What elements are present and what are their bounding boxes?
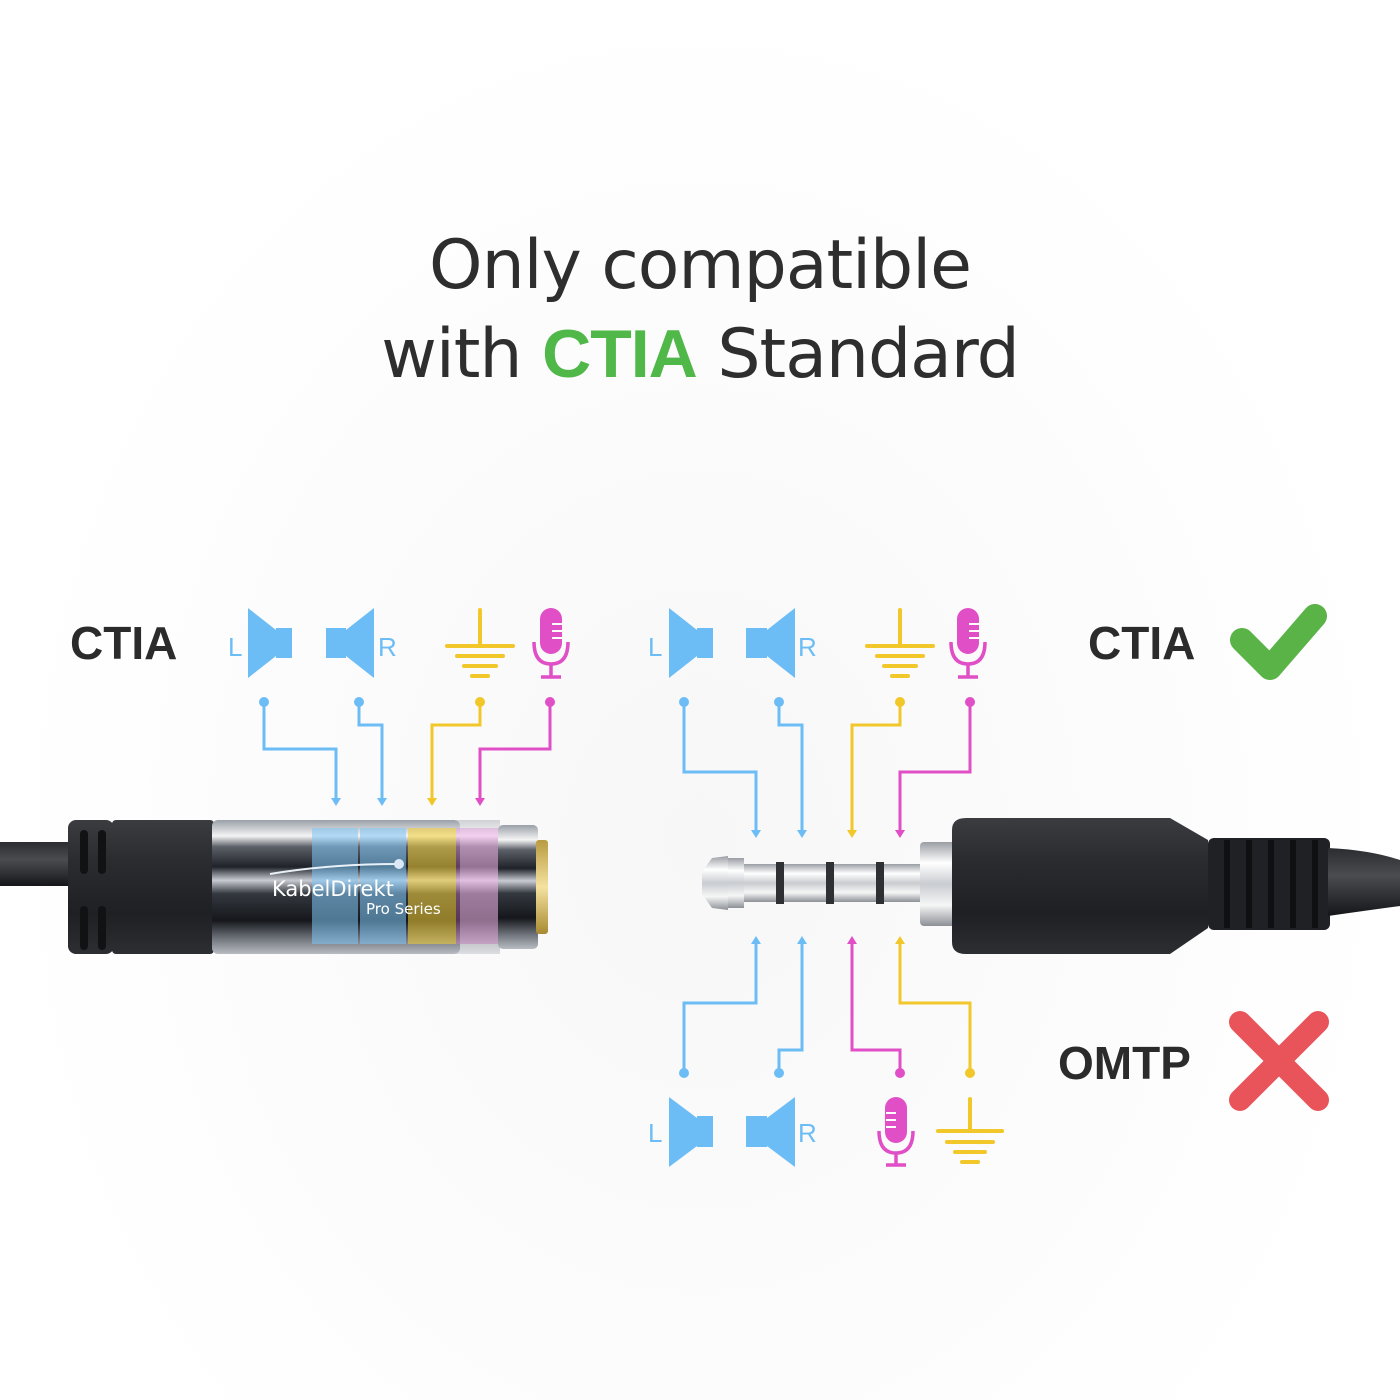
plug-body xyxy=(952,818,1208,954)
wire-ground xyxy=(895,936,975,1078)
right-top-right-channel-label: R xyxy=(798,632,817,662)
wire-right-speaker xyxy=(774,697,807,838)
plug-strain-relief xyxy=(1208,838,1330,930)
cross-icon xyxy=(1229,1011,1329,1111)
omtp-label: OMTP xyxy=(1058,1037,1191,1089)
left-cable xyxy=(0,842,80,886)
right-ctia-label: CTIA xyxy=(1088,617,1196,669)
speaker-left-icon xyxy=(669,608,713,678)
microphone-icon xyxy=(877,1097,915,1167)
plug-tip xyxy=(702,856,728,910)
left-ctia-label: CTIA xyxy=(70,617,178,669)
speaker-left-icon xyxy=(669,1097,713,1167)
wire-left-speaker xyxy=(259,697,341,806)
wire-left-speaker xyxy=(679,697,761,838)
plug-collar xyxy=(920,842,956,926)
right-cable xyxy=(1328,848,1400,916)
right-ctia-icons: L R xyxy=(648,608,987,679)
wire-microphone xyxy=(847,936,905,1078)
wire-microphone xyxy=(475,697,555,806)
page-title: Only compatible with CTIA Standard xyxy=(0,222,1400,399)
title-accent-ctia: CTIA xyxy=(542,316,698,392)
title-line-1: Only compatible xyxy=(429,226,972,305)
left-ctia-icons: L R xyxy=(228,608,570,679)
insulation-ring xyxy=(776,862,784,904)
left-channel-label: L xyxy=(228,632,242,662)
right-channel-label: R xyxy=(378,632,397,662)
title-line-2: with CTIA Standard xyxy=(381,315,1020,394)
omtp-wiring xyxy=(679,936,975,1078)
trrs-plug-connector xyxy=(702,818,1400,954)
strain-relief xyxy=(68,820,214,954)
microphone-icon xyxy=(532,608,570,679)
ground-icon xyxy=(936,1097,1004,1164)
left-ctia-wiring xyxy=(259,697,555,806)
insulation-ring xyxy=(826,862,834,904)
wire-ground xyxy=(427,697,485,806)
speaker-right-icon xyxy=(746,1097,795,1167)
insulation-ring xyxy=(876,862,884,904)
wire-ground xyxy=(847,697,905,838)
omtp-left-channel-label: L xyxy=(648,1118,662,1148)
wire-microphone xyxy=(895,697,975,838)
right-top-left-channel-label: L xyxy=(648,632,662,662)
speaker-left-icon xyxy=(248,608,292,678)
right-ctia-wiring xyxy=(679,697,975,838)
brand-logo: KabelDirekt xyxy=(272,877,394,901)
omtp-right-channel-label: R xyxy=(798,1118,817,1148)
ground-icon xyxy=(865,608,935,678)
microphone-icon xyxy=(949,608,987,679)
series-label: Pro Series xyxy=(366,900,441,918)
wire-right-speaker xyxy=(354,697,387,806)
wire-left-speaker xyxy=(679,936,761,1078)
speaker-right-icon xyxy=(746,608,795,678)
omtp-icons: L R xyxy=(648,1097,1004,1167)
female-jack-connector: KabelDirekt Pro Series xyxy=(0,820,548,954)
ground-icon xyxy=(445,608,515,678)
check-icon xyxy=(1230,604,1327,680)
gold-contact xyxy=(536,840,548,934)
wire-right-speaker xyxy=(774,936,807,1078)
speaker-right-icon xyxy=(326,608,374,678)
